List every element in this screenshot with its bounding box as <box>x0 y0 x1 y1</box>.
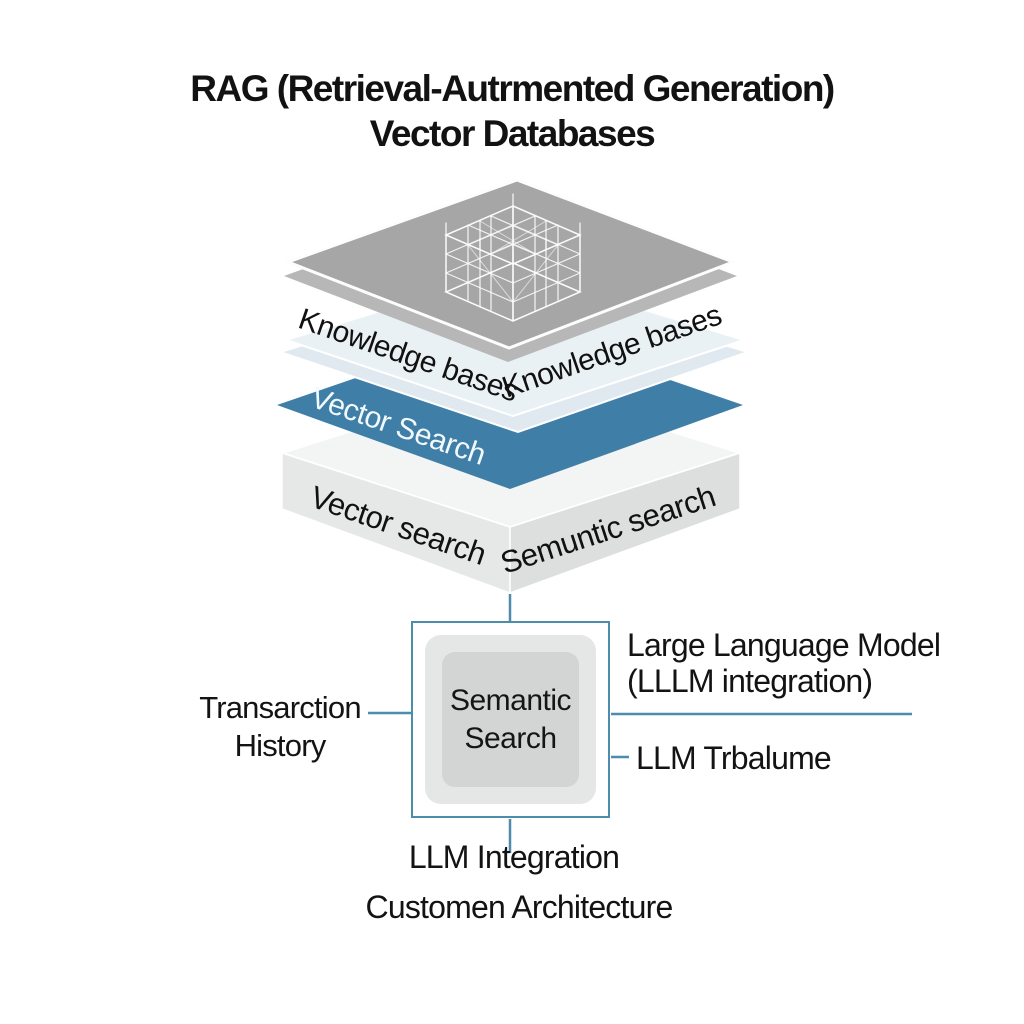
title-line-2: Vector Databases <box>369 113 656 154</box>
semantic-search-line-2: Search <box>464 721 557 755</box>
large-language-model-line-2: (LLLM integration) <box>627 663 873 699</box>
transaction-history-line-1: Transarction <box>199 690 361 725</box>
llm-trbalume-label: LLM Trbalume <box>636 740 832 776</box>
semantic-search-line-1: Semantic <box>449 683 572 717</box>
slab-right-face <box>509 451 741 595</box>
semantic-search-box: Semantic Search <box>411 621 610 818</box>
wireframe-cube-icon <box>444 193 582 322</box>
llm-integration-label: LLM Integration <box>408 839 620 875</box>
semantic-search-box-core: Semantic Search <box>442 652 579 787</box>
large-language-model-line-1: Large Language Model <box>627 627 941 663</box>
semantic-search-box-outer-pad: Semantic Search <box>425 635 596 804</box>
diagram-title: RAG (Retrieval-Autrmented Generation) Ve… <box>0 66 1024 156</box>
transaction-history-label: Transarction History <box>160 689 400 765</box>
title-line-1: RAG (Retrieval-Autrmented Generation) <box>190 68 835 109</box>
customer-architecture-label: Customen Architecture <box>365 889 674 925</box>
transaction-history-line-2: History <box>234 728 327 763</box>
large-language-model-label: Large Language Model (LLLM integration) <box>627 627 967 699</box>
